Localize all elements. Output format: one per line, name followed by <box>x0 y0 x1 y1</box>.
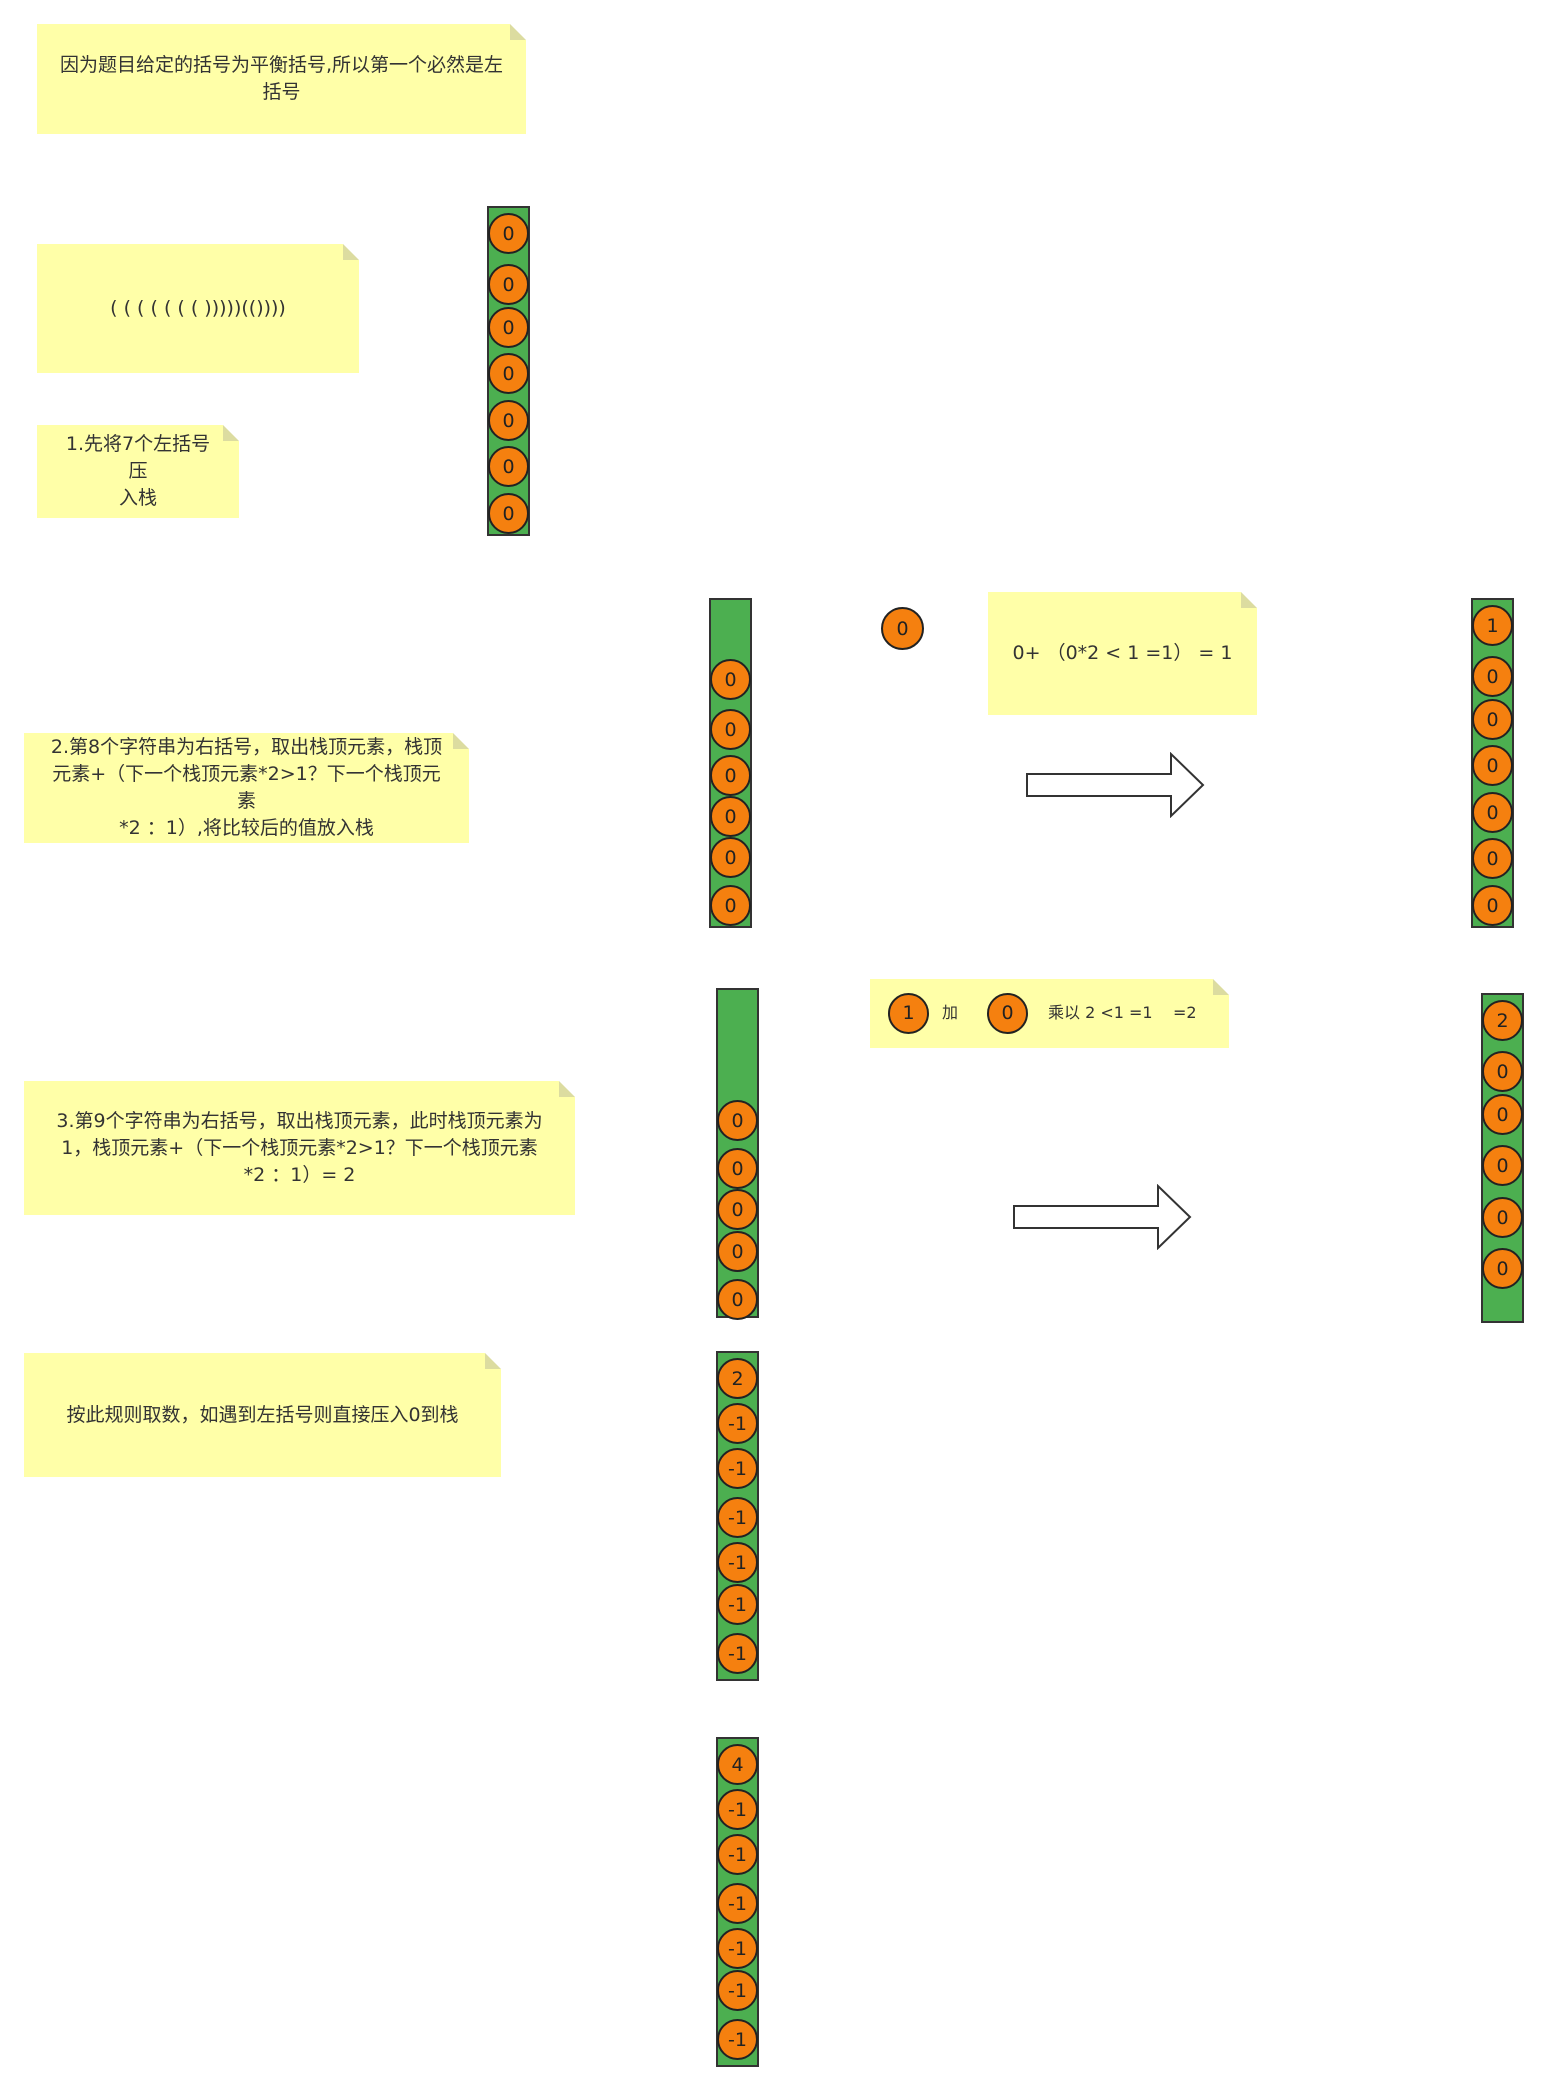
stack-coin: -1 <box>717 1633 758 1674</box>
arrow-right-icon <box>1013 1184 1192 1250</box>
note-formula-text: 0+ （0*2 < 1 =1） = 1 <box>1012 642 1233 664</box>
stack-coin: -1 <box>717 1970 758 2011</box>
note-rule: 按此规则取数，如遇到左括号则直接压入0到栈 <box>24 1353 501 1477</box>
stack-coin: 0 <box>717 1148 758 1189</box>
stack-coin: -1 <box>717 1584 758 1625</box>
note-fold <box>559 1081 575 1097</box>
note-rule-text: 按此规则取数，如遇到左括号则直接压入0到栈 <box>66 1403 459 1426</box>
stack-coin: -1 <box>717 1542 758 1583</box>
stack-coin: 0 <box>710 659 751 700</box>
stack-coin: 0 <box>488 213 529 254</box>
stack-coin: 0 <box>710 796 751 837</box>
calc-expression: 乘以 2 <1 =1 =2 <box>1048 1003 1197 1022</box>
plus-label: 加 <box>942 1003 959 1022</box>
note-fold <box>343 244 359 260</box>
note-fold <box>485 1353 501 1369</box>
stack-coin: 0 <box>1472 699 1513 740</box>
note-fold <box>1213 979 1229 995</box>
note-intro: 因为题目给定的括号为平衡括号,所以第一个必然是左 括号 <box>37 24 526 134</box>
stack-rule-2: 4-1-1-1-1-1-1 <box>716 1737 759 2067</box>
note-fold <box>1241 592 1257 608</box>
note-intro-text: 因为题目给定的括号为平衡括号,所以第一个必然是左 括号 <box>59 54 504 103</box>
stack-coin: 2 <box>717 1358 758 1399</box>
stack-coin: 4 <box>717 1744 758 1785</box>
stack-coin: 0 <box>1472 885 1513 926</box>
note-fold <box>510 24 526 40</box>
stack-coin: -1 <box>717 1834 758 1875</box>
note-fold <box>453 733 469 749</box>
stack-coin: 0 <box>717 1231 758 1272</box>
stack-coin: 0 <box>488 307 529 348</box>
stack-coin: 0 <box>488 446 529 487</box>
stack-coin: -1 <box>717 1789 758 1830</box>
stack-coin: 0 <box>717 1189 758 1230</box>
stack-coin: 0 <box>710 755 751 796</box>
stack-coin: 0 <box>717 1279 758 1320</box>
stack-coin: -1 <box>717 1448 758 1489</box>
stack-coin: 0 <box>488 400 529 441</box>
stack-coin: 0 <box>1482 1094 1523 1135</box>
stack-coin: 1 <box>1472 605 1513 646</box>
stack-coin: 0 <box>710 837 751 878</box>
stack-coin: 0 <box>1482 1145 1523 1186</box>
note-step2-text: 2.第8个字符串为右括号，取出栈顶元素，栈顶 元素+（下一个栈顶元素*2>1？下… <box>50 736 443 839</box>
stack-coin: 0 <box>1472 838 1513 879</box>
stack-coin: -1 <box>717 2019 758 2060</box>
note-step1: 1.先将7个左括号压 入栈 <box>37 425 239 518</box>
stack-coin: 0 <box>1472 792 1513 833</box>
note-calc: 1 加 0 乘以 2 <1 =1 =2 <box>870 979 1229 1048</box>
stack-coin: 0 <box>1482 1051 1523 1092</box>
stack-rule-1: 2-1-1-1-1-1-1 <box>716 1351 759 1681</box>
note-formula: 0+ （0*2 < 1 =1） = 1 <box>988 592 1257 715</box>
stack-coin: 0 <box>488 264 529 305</box>
note-fold <box>223 425 239 441</box>
stack-coin: 0 <box>717 1100 758 1141</box>
stack-coin: 2 <box>1482 1000 1523 1041</box>
stack-coin: 0 <box>1472 656 1513 697</box>
stack-coin: 0 <box>488 353 529 394</box>
stack-coin: 0 <box>1472 745 1513 786</box>
stack-coin: -1 <box>717 1883 758 1924</box>
note-example: ( ( ( ( ( ( ( )))))(()))) <box>37 244 359 373</box>
coin: 0 <box>987 993 1028 1034</box>
stack-coin: -1 <box>717 1403 758 1444</box>
stack-coin: -1 <box>717 1497 758 1538</box>
note-step1-text: 1.先将7个左括号压 入栈 <box>65 433 211 509</box>
note-example-text: ( ( ( ( ( ( ( )))))(()))) <box>110 297 286 319</box>
coin: 1 <box>888 993 929 1034</box>
stack-coin: -1 <box>717 1928 758 1969</box>
note-step3-text: 3.第9个字符串为右括号，取出栈顶元素，此时栈顶元素为 1，栈顶元素+（下一个栈… <box>56 1109 543 1186</box>
stack-coin: 0 <box>1482 1248 1523 1289</box>
popped-coin: 0 <box>881 607 924 650</box>
arrow-right-icon <box>1026 752 1205 818</box>
stack-coin: 0 <box>1482 1197 1523 1238</box>
stack-coin: 0 <box>710 709 751 750</box>
stack-coin: 0 <box>710 885 751 926</box>
note-step3: 3.第9个字符串为右括号，取出栈顶元素，此时栈顶元素为 1，栈顶元素+（下一个栈… <box>24 1081 575 1215</box>
note-step2: 2.第8个字符串为右括号，取出栈顶元素，栈顶 元素+（下一个栈顶元素*2>1？下… <box>24 733 469 843</box>
stack-coin: 0 <box>488 493 529 534</box>
